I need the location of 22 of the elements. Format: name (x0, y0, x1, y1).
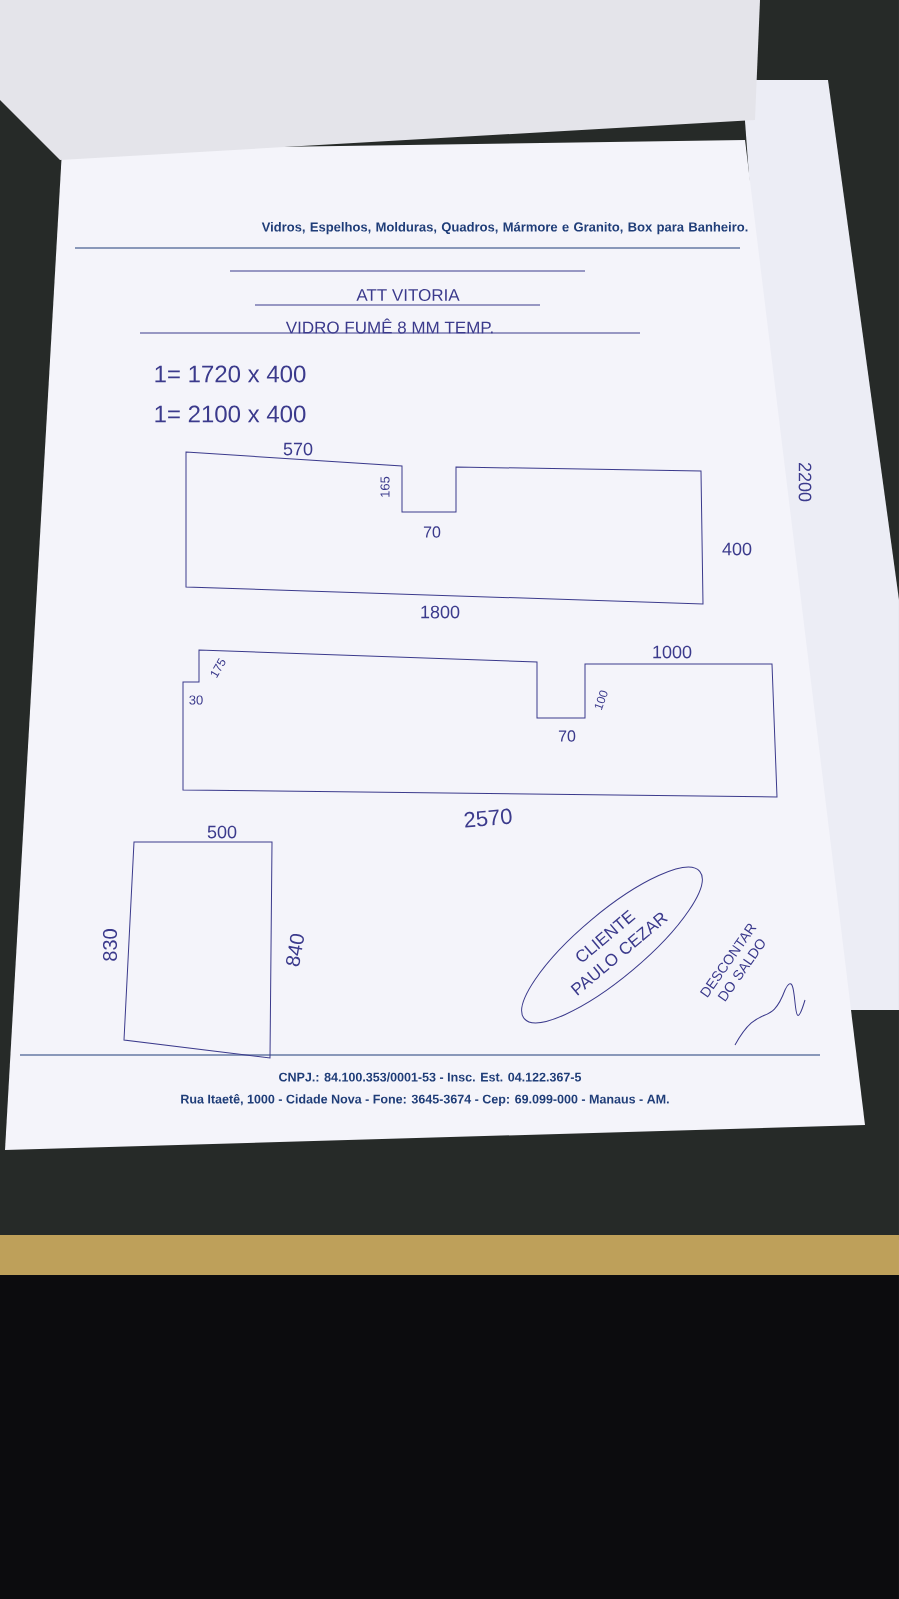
dimension-label: 500 (207, 825, 237, 839)
footer-text: Rua Itaetê, 1000 - Cidade Nova - Fone: 3645-3674 - Cep: 69.099-000 - Manaus - AM. (181, 1094, 669, 1106)
header-tagline: Vidros, Espelhos, Molduras, Quadros, Mármore e Granito, Box para Banheiro. (261, 221, 748, 235)
dimension-label: 1000 (653, 645, 692, 659)
dimension-label: 830 (102, 929, 118, 961)
dimension-label: 100 (594, 690, 608, 710)
dimension-label: 1800 (421, 605, 460, 619)
dimension-label: 2570 (464, 808, 512, 828)
dimension-label: 165 (380, 476, 390, 497)
handwritten-note: ATT VITORIA (356, 289, 460, 302)
dimension-label: 840 (286, 934, 304, 967)
dimension-label: 400 (722, 542, 752, 556)
handwritten-quantity: 1= 2100 x 400 (155, 405, 306, 423)
dimension-label: 30 (189, 695, 203, 705)
handwritten-note: VIDRO FUMÊ 8 MM TEMP. (285, 318, 493, 334)
dimension-label: 2200 (798, 462, 812, 502)
dimension-label: 175 (210, 658, 226, 678)
dimension-label: 70 (423, 526, 441, 538)
handwritten-quantity: 1= 1720 x 400 (155, 365, 306, 383)
dimension-label: 570 (283, 442, 313, 456)
dimension-label: 70 (558, 730, 576, 742)
footer-text: CNPJ.: 84.100.353/0001-53 - Insc. Est. 04.122.367-5 (279, 1072, 582, 1082)
